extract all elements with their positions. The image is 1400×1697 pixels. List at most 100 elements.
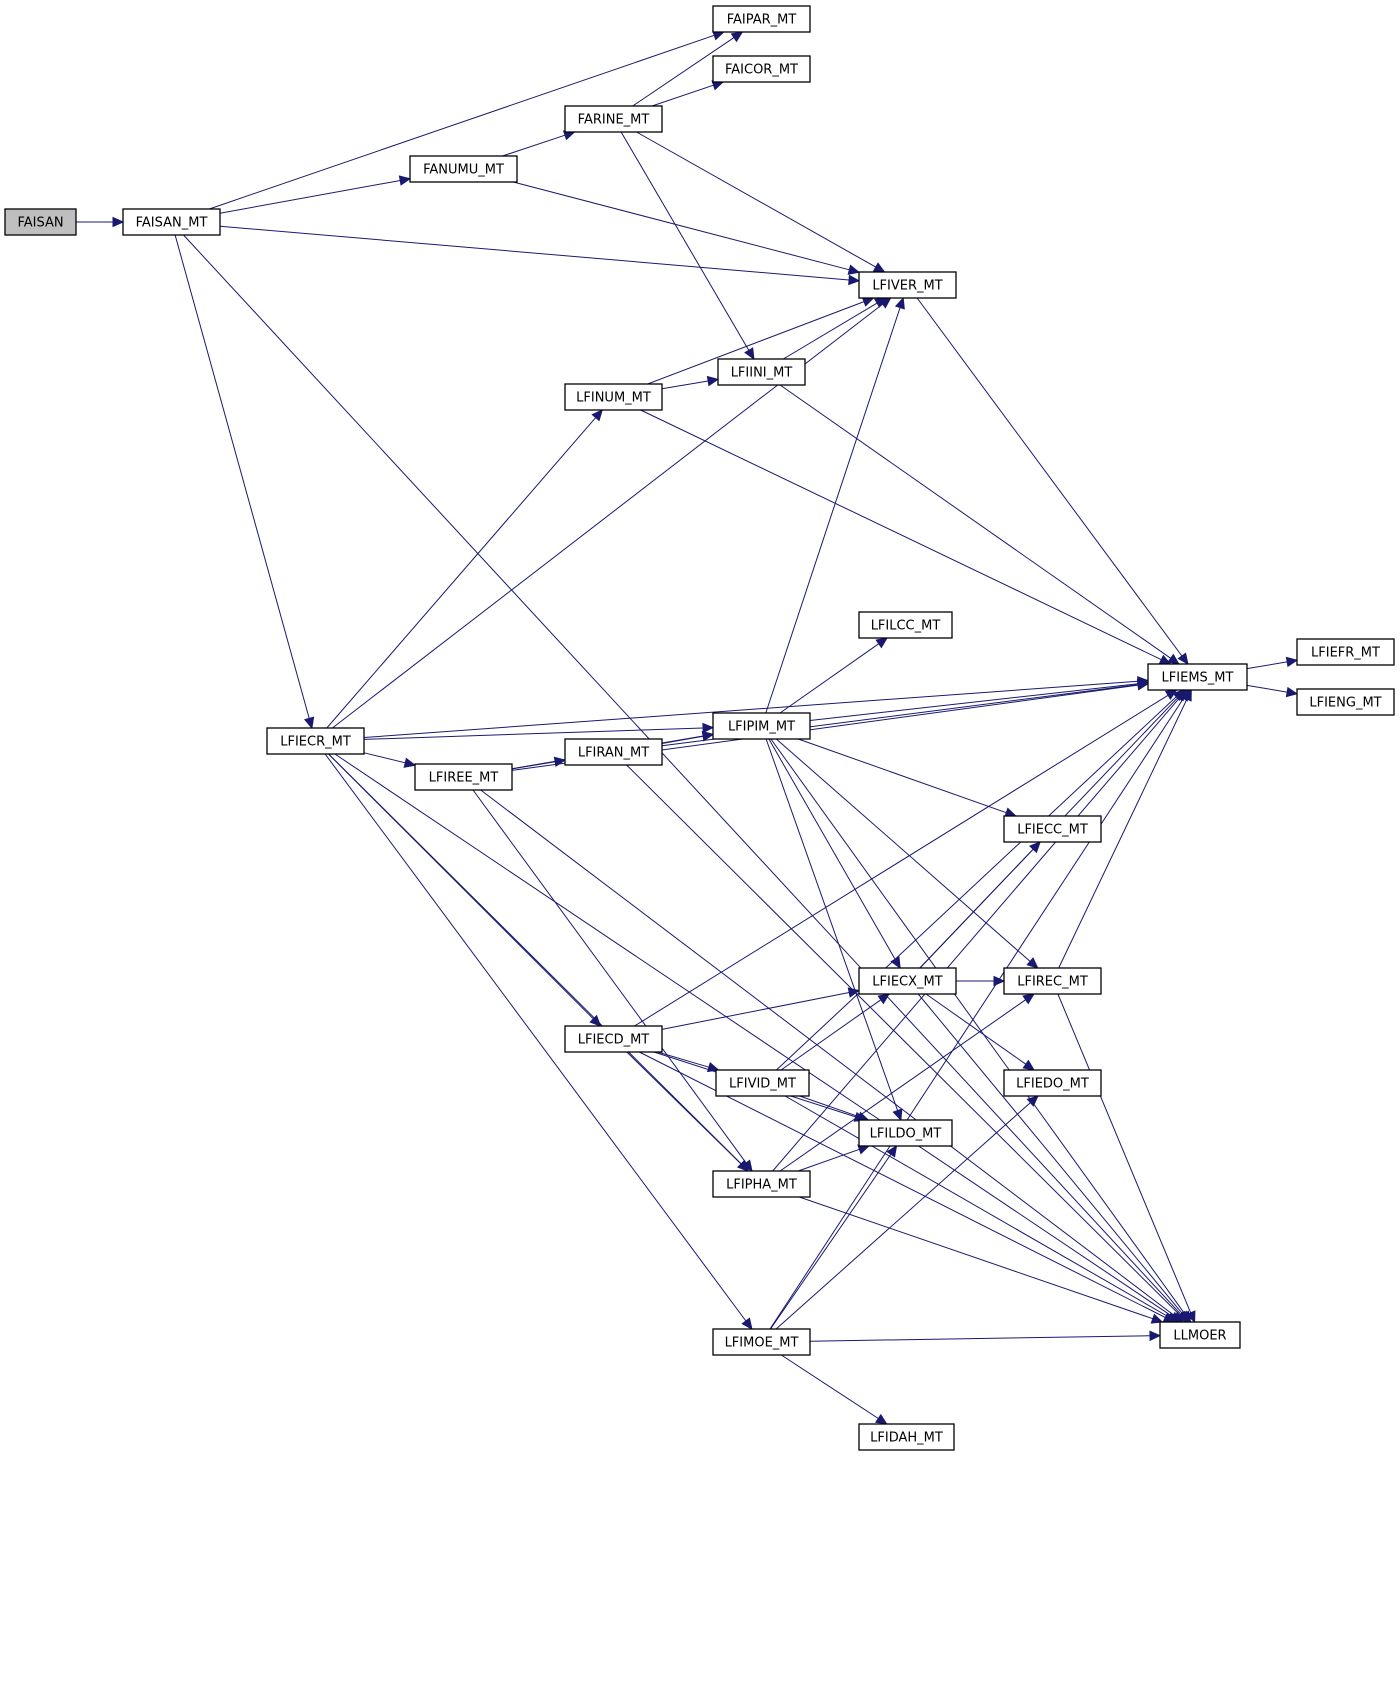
node-label: LFIINI_MT (731, 366, 793, 381)
node-lfiecr-mt[interactable]: LFIECR_MT (266, 727, 365, 755)
node-label: FAISAN (17, 216, 63, 231)
edge-lfiini-mt-to-lfiems-mt (779, 384, 1180, 665)
edge-faisan-mt-to-llmoer (183, 234, 1189, 1323)
node-lfiedo-mt[interactable]: LFIEDO_MT (1003, 1069, 1102, 1097)
node-label: FANUMU_MT (423, 163, 504, 178)
node-box (858, 271, 957, 299)
node-label: LFIPHA_MT (726, 1178, 797, 1193)
edge-faisan-mt-to-lfiecr-mt (174, 234, 315, 730)
node-box (564, 383, 663, 411)
node-lfieng-mt[interactable]: LFIENG_MT (1296, 688, 1395, 716)
edge-lfipha-mt-to-llmoer (799, 1196, 1164, 1324)
node-label: LFIPIM_MT (728, 720, 795, 735)
edge-farine-mt-to-faicor-mt (651, 80, 725, 107)
node-label: FAICOR_MT (725, 63, 798, 78)
node-lfiecx-mt[interactable]: LFIECX_MT (858, 967, 957, 995)
node-label: FAIPAR_MT (727, 13, 797, 28)
edge-lfirec-mt-to-llmoer (1057, 993, 1196, 1324)
node-lfinum-mt[interactable]: LFINUM_MT (564, 383, 663, 411)
node-box (1003, 815, 1102, 843)
node-box (1296, 638, 1395, 666)
node-box (414, 763, 513, 791)
edge-faisan-mt-to-fanumu-mt (219, 175, 412, 214)
node-box (858, 611, 953, 639)
node-faicor-mt[interactable]: FAICOR_MT (712, 55, 811, 83)
edge-faisan-mt-to-lfiver-mt (219, 225, 861, 286)
node-box (122, 208, 221, 236)
edge-lfiecr-mt-to-lfiree-mt (363, 752, 417, 768)
node-box (564, 105, 663, 133)
edge-lfipha-mt-to-lfiems-mt (772, 689, 1188, 1172)
edge-lfipha-mt-to-lfildo-mt (798, 1144, 870, 1172)
edge-lfivid-mt-to-lfiecx-mt (780, 993, 891, 1071)
node-lfiran-mt[interactable]: LFIRAN_MT (564, 738, 663, 766)
node-box (564, 738, 663, 766)
nodes-layer: FAISAN FAISAN_MT FAIPAR_MT FAICOR_MT FARINE_… (4, 5, 1395, 1451)
node-label: LFILCC_MT (871, 619, 941, 634)
node-faipar-mt[interactable]: FAIPAR_MT (712, 5, 811, 33)
node-label: LFINUM_MT (576, 391, 651, 406)
node-llmoer[interactable]: LLMOER (1159, 1321, 1241, 1349)
edge-lfimoe-mt-to-llmoer (809, 1330, 1162, 1342)
edge-lfimoe-mt-to-lfildo-mt (770, 1144, 898, 1330)
node-label: LLMOER (1173, 1329, 1226, 1344)
node-lfidah-mt[interactable]: LFIDAH_MT (858, 1423, 955, 1451)
node-box (4, 208, 77, 236)
node-farine-mt[interactable]: FARINE_MT (564, 105, 663, 133)
node-lfiecd-mt[interactable]: LFIECD_MT (564, 1025, 663, 1053)
node-box (1003, 1069, 1102, 1097)
node-box (1003, 967, 1102, 995)
node-label: LFIRAN_MT (578, 746, 649, 761)
node-lfimoe-mt[interactable]: LFIMOE_MT (712, 1328, 811, 1356)
edge-lfiecd-mt-to-lfiecx-mt (661, 987, 861, 1030)
node-label: LFIEDO_MT (1016, 1077, 1089, 1092)
edge-lfiree-mt-to-lfipha-mt (472, 789, 753, 1172)
node-label: LFIEMS_MT (1162, 671, 1234, 686)
edge-lfiran-mt-to-llmoer (626, 764, 1188, 1323)
edge-lfipim-mt-to-lfiems-mt (809, 678, 1150, 721)
node-box (858, 967, 957, 995)
node-label: LFILDO_MT (870, 1127, 942, 1142)
edge-lfiecr-mt-to-lfinum-mt (326, 409, 603, 729)
edge-lfiini-mt-to-lfiver-mt (783, 297, 887, 360)
edge-lfipim-mt-to-lfiver-mt (765, 296, 905, 714)
edge-lfiecx-mt-to-llmoer (917, 993, 1191, 1323)
node-box (712, 1170, 811, 1198)
edge-lfipim-mt-to-lfirec-mt (775, 738, 1039, 969)
node-faisan-mt[interactable]: FAISAN_MT (122, 208, 221, 236)
node-box (717, 358, 806, 386)
edge-lfipim-mt-to-lfilcc-mt (779, 637, 889, 714)
node-box (1296, 688, 1395, 716)
node-lfipim-mt[interactable]: LFIPIM_MT (712, 712, 811, 740)
edge-farine-mt-to-lfiver-mt (636, 131, 886, 273)
node-label: LFIECC_MT (1017, 823, 1088, 838)
node-faisan[interactable]: FAISAN (4, 208, 77, 236)
node-lfiefr-mt[interactable]: LFIEFR_MT (1296, 638, 1395, 666)
node-box (712, 5, 811, 33)
node-box (266, 727, 365, 755)
edge-lfimoe-mt-to-lfidah-mt (781, 1354, 888, 1425)
node-label: LFIECD_MT (578, 1033, 650, 1048)
edge-lfiecr-mt-to-lfiver-mt (332, 297, 892, 729)
node-lfirec-mt[interactable]: LFIREC_MT (1003, 967, 1102, 995)
edge-farine-mt-to-lfiini-mt (620, 131, 755, 361)
edges-layer (76, 30, 1299, 1425)
node-lfilcc-mt[interactable]: LFILCC_MT (858, 611, 953, 639)
node-lfiver-mt[interactable]: LFIVER_MT (858, 271, 957, 299)
node-lfiree-mt[interactable]: LFIREE_MT (414, 763, 513, 791)
node-lfivid-mt[interactable]: LFIVID_MT (715, 1069, 810, 1097)
node-lfipha-mt[interactable]: LFIPHA_MT (712, 1170, 811, 1198)
node-fanumu-mt[interactable]: FANUMU_MT (409, 155, 518, 183)
node-box (1147, 663, 1248, 691)
node-lfiecc-mt[interactable]: LFIECC_MT (1003, 815, 1102, 843)
node-label: LFIEFR_MT (1311, 646, 1380, 661)
edge-lfiecx-mt-to-lfiedo-mt (925, 993, 1036, 1071)
node-lfiini-mt[interactable]: LFIINI_MT (717, 358, 806, 386)
node-lfiems-mt[interactable]: LFIEMS_MT (1147, 663, 1248, 691)
edge-lfiecr-mt-to-lfipim-mt (363, 722, 715, 740)
node-lfildo-mt[interactable]: LFILDO_MT (858, 1119, 953, 1147)
edge-lfiecd-mt-to-lfivid-mt (657, 1051, 720, 1073)
node-label: LFIMOE_MT (725, 1336, 799, 1351)
node-label: LFIENG_MT (1309, 696, 1381, 711)
